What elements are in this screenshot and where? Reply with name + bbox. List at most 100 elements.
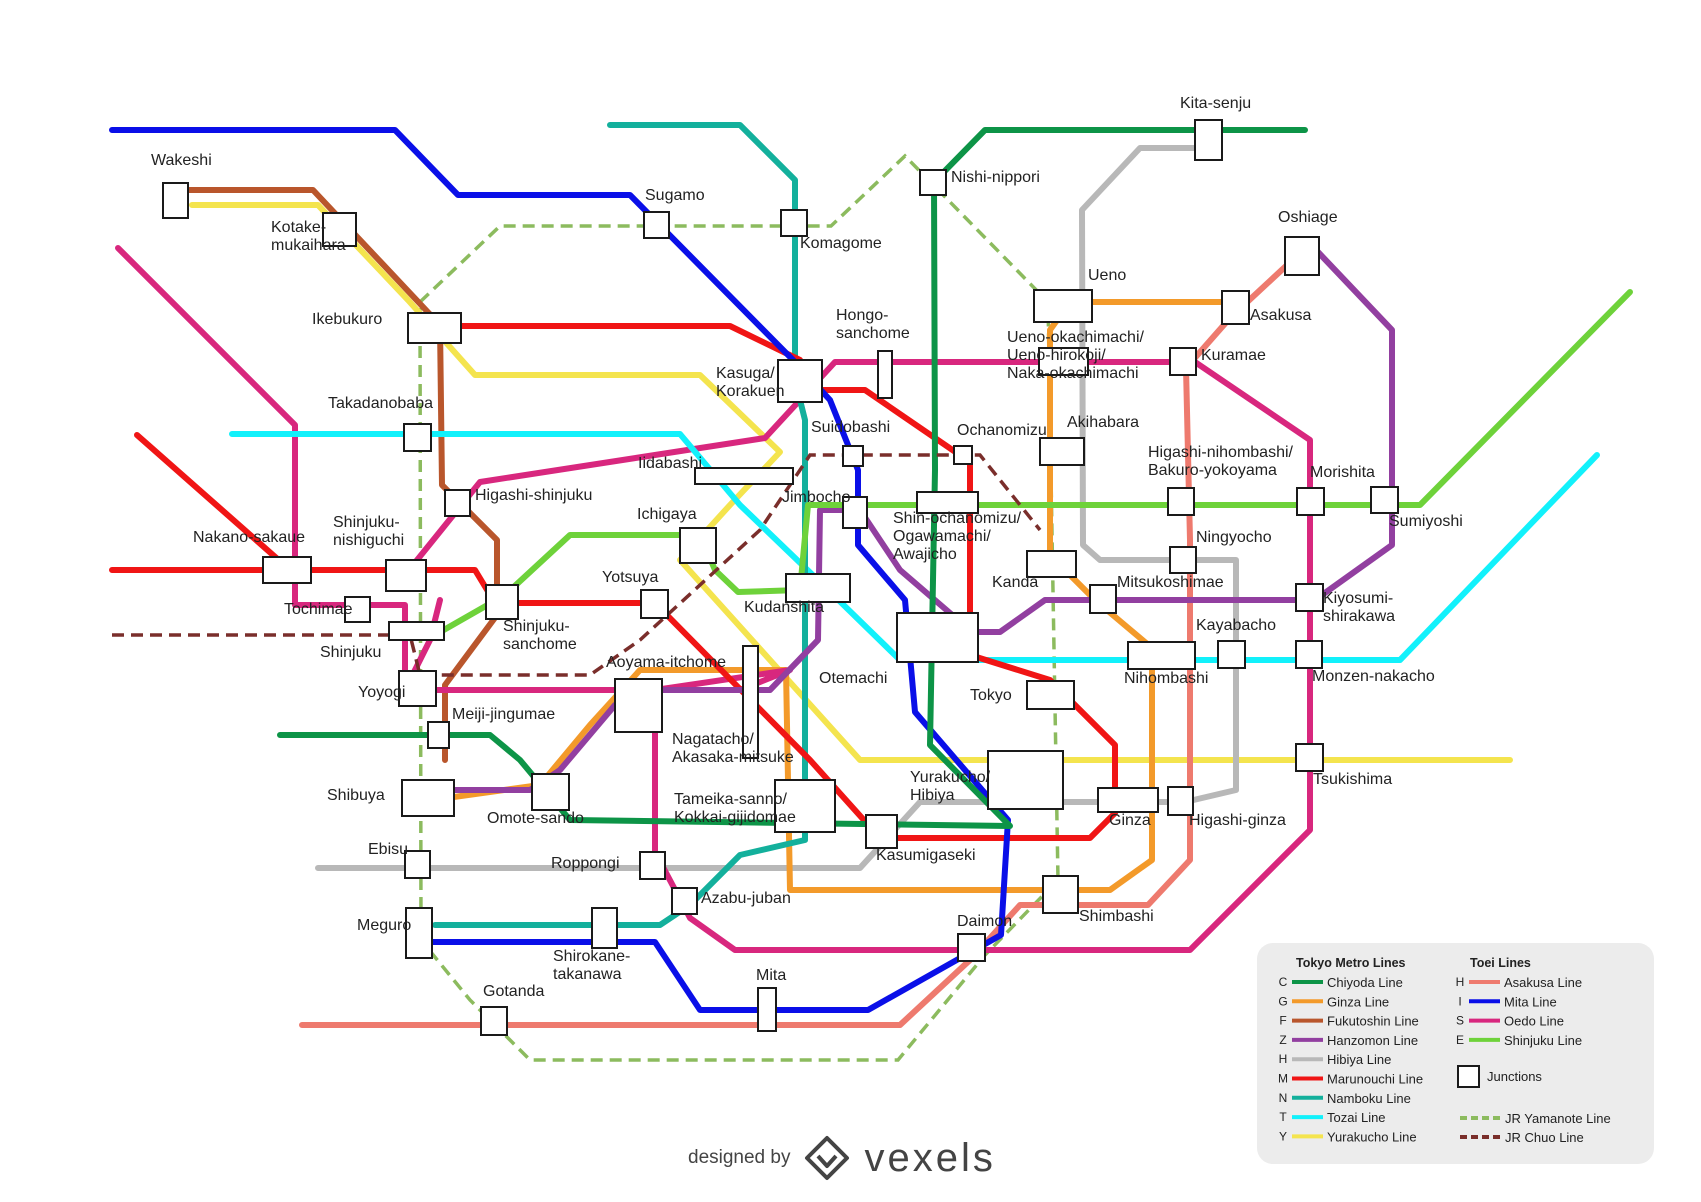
nagatacho-junction-box[interactable] [742, 645, 759, 759]
ikebukuro-junction-box[interactable] [407, 312, 462, 344]
komagome-junction-box[interactable] [780, 209, 808, 237]
kasumigaseki-junction-box[interactable] [865, 814, 898, 849]
tokyo-station-label: Tokyo [970, 687, 1012, 704]
mita-station-label: Mita [756, 967, 786, 984]
legend-label-oedo: Oedo Line [1504, 1014, 1564, 1029]
ebisu-junction-box[interactable] [404, 850, 431, 879]
shibuya-station-label: Shibuya [327, 787, 385, 804]
gotanda-junction-box[interactable] [480, 1006, 508, 1036]
nakano-sakaue-junction-box[interactable] [262, 556, 312, 584]
higashi-ginza-junction-box[interactable] [1167, 786, 1194, 816]
shimbashi-junction-box[interactable] [1042, 875, 1079, 914]
mita-junction-box[interactable] [757, 987, 777, 1032]
shinjuku-sanchome-junction-box[interactable] [485, 584, 519, 620]
roppongi-junction-box[interactable] [639, 851, 666, 880]
shirokane-station-label: Shirokane-takanawa [553, 948, 630, 983]
legend-panel [1257, 943, 1654, 1164]
wakeshi-junction-box[interactable] [162, 182, 189, 219]
nishiguchi-station-label: Shinjuku-nishiguchi [333, 514, 404, 549]
meguro-junction-box[interactable] [405, 907, 433, 959]
azabu-junction-box[interactable] [671, 887, 698, 915]
kanda-junction-box[interactable] [1026, 550, 1077, 578]
legend-code-fukutoshin: F [1279, 1014, 1286, 1028]
roppongi-station-label: Roppongi [551, 855, 620, 872]
otemachi-station-label: Otemachi [819, 670, 887, 687]
yoyogi-junction-box[interactable] [398, 670, 437, 707]
legend-code-namboku: N [1279, 1091, 1288, 1105]
nishiguchi-junction-box[interactable] [385, 559, 427, 592]
omote-sando-station-label: Omote-sando [487, 810, 584, 827]
gotanda-station-label: Gotanda [483, 983, 544, 1000]
hongo-station-label: Hongo-sanchome [836, 307, 910, 342]
ginza-junction-box[interactable] [1097, 787, 1159, 813]
jimbocho-station-label: Jimbocho [782, 489, 851, 506]
kudanshita-junction-box[interactable] [785, 573, 851, 603]
mitsukoshimae-junction-box[interactable] [1089, 584, 1117, 614]
iidabashi-junction-box[interactable] [694, 467, 794, 485]
asakusa-line-path [299, 250, 1303, 1028]
ningyocho-junction-box[interactable] [1169, 546, 1197, 574]
daimon-junction-box[interactable] [957, 933, 986, 962]
monzen-junction-box[interactable] [1295, 640, 1323, 669]
hongo-junction-box[interactable] [877, 350, 893, 399]
omote-sando-junction-box[interactable] [531, 773, 570, 811]
ochanomizu-junction-box[interactable] [953, 445, 973, 465]
ueno-station-label: Ueno [1088, 267, 1126, 284]
yotsuya-station-label: Yotsuya [602, 569, 658, 586]
shinjuku-junction-box[interactable] [388, 621, 445, 641]
asakusa-station-label: Asakusa [1250, 307, 1311, 324]
tsukishima-junction-box[interactable] [1295, 743, 1324, 772]
legend-label-marunouchi: Marunouchi Line [1327, 1072, 1423, 1087]
akihabara-junction-box[interactable] [1039, 437, 1085, 466]
takadanobaba-junction-box[interactable] [403, 423, 432, 452]
ginza-station-label: Ginza [1109, 812, 1151, 829]
ueno-okachimachi-junction-box[interactable] [1038, 347, 1089, 376]
sugamo-junction-box[interactable] [643, 211, 670, 239]
kotake-junction-box[interactable] [322, 212, 357, 247]
otemachi-junction-box[interactable] [896, 612, 979, 663]
kasuga-junction-box[interactable] [777, 359, 823, 403]
ichigaya-junction-box[interactable] [679, 527, 717, 564]
oshiage-junction-box[interactable] [1284, 236, 1320, 276]
shirokane-junction-box[interactable] [591, 907, 618, 949]
ichigaya-station-label: Ichigaya [637, 506, 697, 523]
aoyama-junction-box[interactable] [614, 678, 663, 733]
suidobashi-junction-box[interactable] [842, 445, 864, 467]
kudanshita-station-label: Kudanshita [744, 599, 824, 616]
kayabacho-station-label: Kayabacho [1196, 617, 1276, 634]
sumiyoshi-junction-box[interactable] [1370, 486, 1399, 514]
higashi-nihombashi-junction-box[interactable] [1167, 487, 1195, 516]
chuo-line-path [112, 453, 1042, 677]
shibuya-junction-box[interactable] [401, 779, 455, 817]
kanda-station-label: Kanda [992, 574, 1038, 591]
asakusa-junction-box[interactable] [1221, 290, 1250, 325]
wakeshi-station-label: Wakeshi [151, 152, 212, 169]
shin-ochanomizu-junction-box[interactable] [916, 491, 979, 514]
tokyo-junction-box[interactable] [1026, 680, 1075, 710]
kotake-station-label: Kotake-mukaihara [271, 219, 346, 254]
higashi-shinjuku-junction-box[interactable] [444, 489, 471, 517]
ueno-junction-box[interactable] [1033, 289, 1093, 323]
kuramae-junction-box[interactable] [1169, 347, 1197, 376]
meiji-jingumae-junction-box[interactable] [427, 721, 450, 749]
morishita-station-label: Morishita [1310, 464, 1375, 481]
kayabacho-junction-box[interactable] [1217, 640, 1246, 669]
morishita-junction-box[interactable] [1296, 487, 1325, 516]
yurakucho-junction-box[interactable] [987, 750, 1064, 810]
tameike-junction-box[interactable] [774, 779, 836, 833]
tochimae-junction-box[interactable] [344, 596, 371, 623]
monzen-station-label: Monzen-nakacho [1312, 668, 1435, 685]
kuramae-station-label: Kuramae [1201, 347, 1266, 364]
nihombashi-junction-box[interactable] [1127, 641, 1196, 670]
kita-senju-junction-box[interactable] [1194, 119, 1223, 161]
jimbocho-junction-box[interactable] [842, 496, 868, 529]
nishi-nippori-junction-box[interactable] [919, 169, 947, 196]
yotsuya-junction-box[interactable] [640, 589, 669, 619]
kiyosumi-junction-box[interactable] [1295, 583, 1324, 612]
